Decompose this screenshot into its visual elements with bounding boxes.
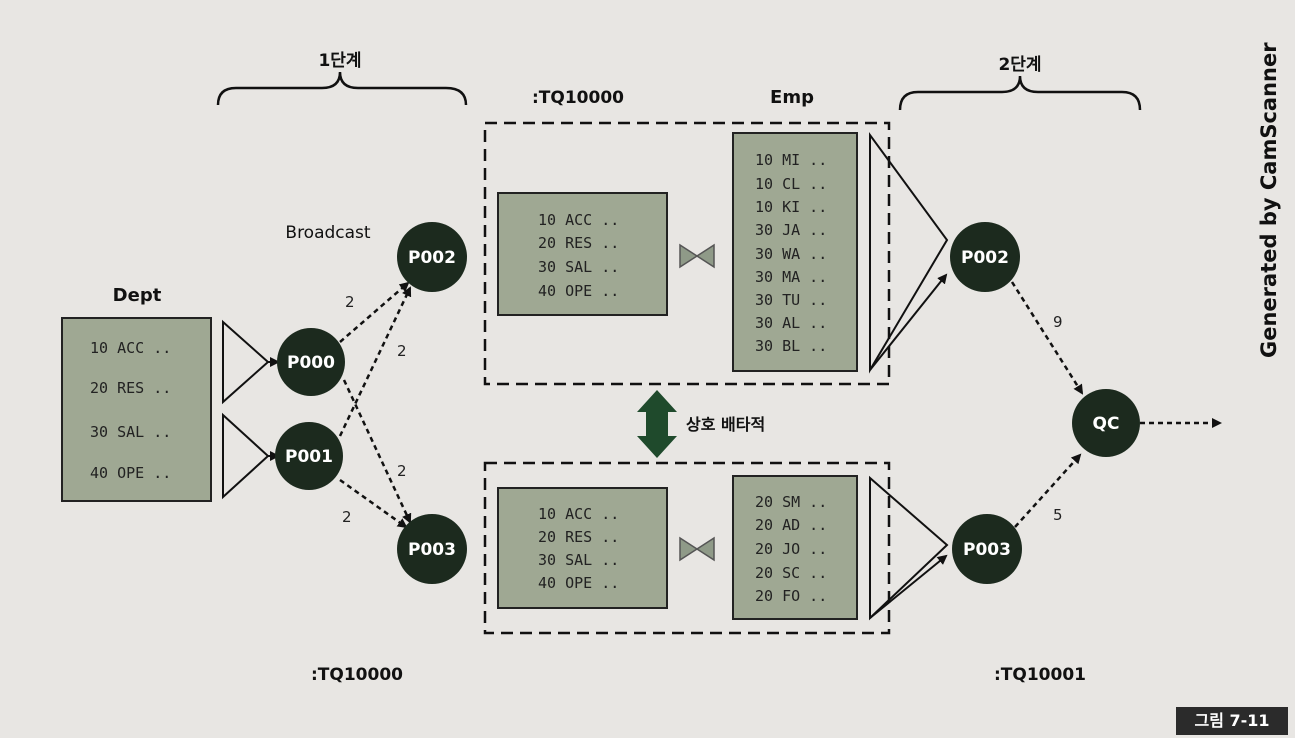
emp-row: 30 AL .. [755,314,827,332]
node-label: P001 [285,447,333,467]
node-label: P003 [408,540,456,560]
mutual-exclusive-label: 상호 배타적 [686,415,765,434]
emp-row: 20 AD .. [755,516,827,534]
dept-copy-row: 20 RES .. [538,528,619,546]
join-icon [679,536,715,562]
dept-copy-row: 30 SAL .. [538,551,619,569]
tq-bottom-right-label: :TQ10001 [994,665,1086,685]
dept-copy-row: 20 RES .. [538,234,619,252]
emp-row: 20 FO .. [755,587,827,605]
node-p003-left: P003 [397,514,467,584]
emp-label: Emp [770,87,814,108]
emp-row: 10 KI .. [755,198,827,216]
emp-scan-triangle [869,475,949,621]
dept-row: 30 SAL .. [90,423,171,441]
emp-row: 30 WA .. [755,245,827,263]
edge-p001-p002 [338,286,412,437]
figure-label: 그림 7-11 [1176,707,1288,735]
dept-row: 10 ACC .. [90,339,171,357]
emp-row: 20 SM .. [755,493,827,511]
emp-row: 20 JO .. [755,540,827,558]
edge-p003-qc [1014,453,1082,528]
tq-bottom-left-label: :TQ10000 [311,665,403,685]
stage1-label: 1단계 [318,51,361,71]
emp-row: 20 SC .. [755,564,827,582]
emp-scan-triangle [869,131,949,374]
emp-row: 30 TU .. [755,291,827,309]
count-label: 5 [1053,506,1063,524]
dept-row: 40 OPE .. [90,464,171,482]
dept-row: 20 RES .. [90,379,171,397]
scan-triangle [222,319,270,405]
count-label: 2 [345,293,355,311]
count-label: 2 [342,508,352,526]
count-label: 2 [397,342,407,360]
dept-label: Dept [113,285,162,306]
emp-row: 10 MI .. [755,151,827,169]
dept-table-rows: 10 ACC .. 20 RES .. 30 SAL .. 40 OPE .. [90,339,171,482]
dept-copy-row: 10 ACC .. [538,505,619,523]
tq-top-label: :TQ10000 [532,88,624,108]
stage2-label: 2단계 [998,55,1041,75]
stage2-brace [898,75,1142,111]
watermark: Generated by CamScanner [1257,42,1281,358]
dept-copy-row: 40 OPE .. [538,574,619,592]
node-label: P000 [287,353,335,373]
node-p002-right: P002 [950,222,1020,292]
node-p002-left: P002 [397,222,467,292]
emp-row: 30 BL .. [755,337,827,355]
node-p003-right: P003 [952,514,1022,584]
dept-copy-table-top [497,192,668,316]
scan-arrow [869,273,948,371]
node-label: P003 [963,540,1011,560]
node-p001: P001 [275,422,343,490]
emp-table-bottom [732,475,858,620]
emp-row: 30 JA .. [755,221,827,239]
node-label: QC [1093,414,1120,434]
top-dashed-group [483,121,891,386]
node-p000: P000 [277,328,345,396]
count-label: 2 [397,462,407,480]
emp-table-top [732,132,858,372]
node-qc: QC [1072,389,1140,457]
edge-p000-p002 [339,281,410,343]
edge-p001-p003 [339,478,408,529]
edge-p002-qc [1010,281,1084,395]
dept-copy-row: 10 ACC .. [538,211,619,229]
broadcast-label: Broadcast [285,223,371,243]
mutual-exclusive-arrow [637,390,677,458]
node-label: P002 [961,248,1009,268]
dept-copy-row: 30 SAL .. [538,258,619,276]
emp-row: 10 CL .. [755,175,827,193]
dept-table [61,317,212,502]
scan-triangle [222,412,270,500]
count-label: 9 [1053,313,1063,331]
dept-copy-table-bottom [497,487,668,609]
node-label: P002 [408,248,456,268]
bottom-dashed-group [483,461,891,635]
edge-p000-p003 [342,379,412,524]
stage1-brace [216,71,468,106]
emp-row: 30 MA .. [755,268,827,286]
dept-copy-row: 40 OPE .. [538,282,619,300]
scan-arrow [869,554,948,619]
join-icon [679,243,715,269]
